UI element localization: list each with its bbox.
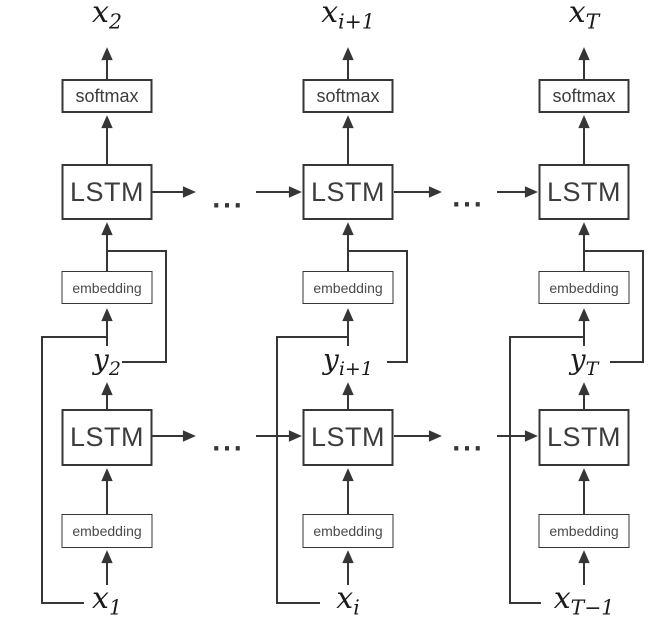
lstm-top-box-col3: LSTM [538,164,630,220]
label-base: x [553,581,571,616]
label-subscript: i [353,595,360,620]
input-label-col1: x1 [92,581,122,620]
label-base: y [569,343,586,376]
softmax-box-col1: softmax [61,79,153,113]
label-subscript: T [585,9,600,34]
hidden-label-col2: yi+1 [323,343,373,381]
softmax-box-col3: softmax [538,79,630,113]
label-subscript: T [585,358,599,381]
output-label-col1: x2 [92,0,122,34]
label-base: x [336,581,354,616]
output-label-col2: xi+1 [321,0,375,34]
embedding-upper-box-col3: embedding [538,271,630,304]
embedding-lower-box-col1: embedding [61,514,153,548]
embedding-upper-box-col2: embedding [302,271,394,304]
label-base: x [92,581,109,616]
y-skip-col1 [107,250,167,363]
input-label-col2: xi [336,581,360,620]
lstm-top-box-col1: LSTM [61,164,153,220]
label-base: x [568,0,586,30]
label-subscript: 2 [108,358,121,381]
embedding-lower-box-col3: embedding [538,514,630,548]
lstm-top-box-col2: LSTM [302,164,394,220]
hidden-label-col1: y2 [93,343,121,381]
ellipsis-bottom-left: ... [211,430,245,457]
input-label-col3: xT−1 [553,581,615,620]
skip-connection-lines [41,250,644,604]
y-skip-col2 [348,250,408,363]
ellipsis-top-right: ... [451,186,485,213]
label-base: x [321,0,339,30]
label-subscript: 2 [108,9,122,34]
embedding-upper-box-col1: embedding [61,271,153,304]
output-label-col3: xT [569,0,600,34]
label-subscript: i+1 [338,9,375,34]
label-subscript: i+1 [338,358,373,381]
label-base: y [93,343,109,376]
x-skip-col3 [509,336,584,604]
ellipsis-bottom-right: ... [451,430,485,457]
embedding-lower-box-col2: embedding [302,514,394,548]
lstm-bottom-box-col3: LSTM [538,409,630,466]
softmax-box-col2: softmax [302,79,394,113]
y-skip-col3 [584,250,644,363]
x-skip-col2 [276,336,348,604]
label-subscript: T−1 [570,595,615,620]
lstm-bottom-box-col2: LSTM [302,409,394,466]
label-base: y [323,343,339,376]
label-subscript: 1 [108,595,122,620]
ellipsis-top-left: ... [211,187,245,214]
x-skip-col1 [41,336,107,604]
lstm-bottom-box-col1: LSTM [61,409,153,466]
label-base: x [92,0,109,30]
hidden-label-col3: yT [569,343,599,381]
